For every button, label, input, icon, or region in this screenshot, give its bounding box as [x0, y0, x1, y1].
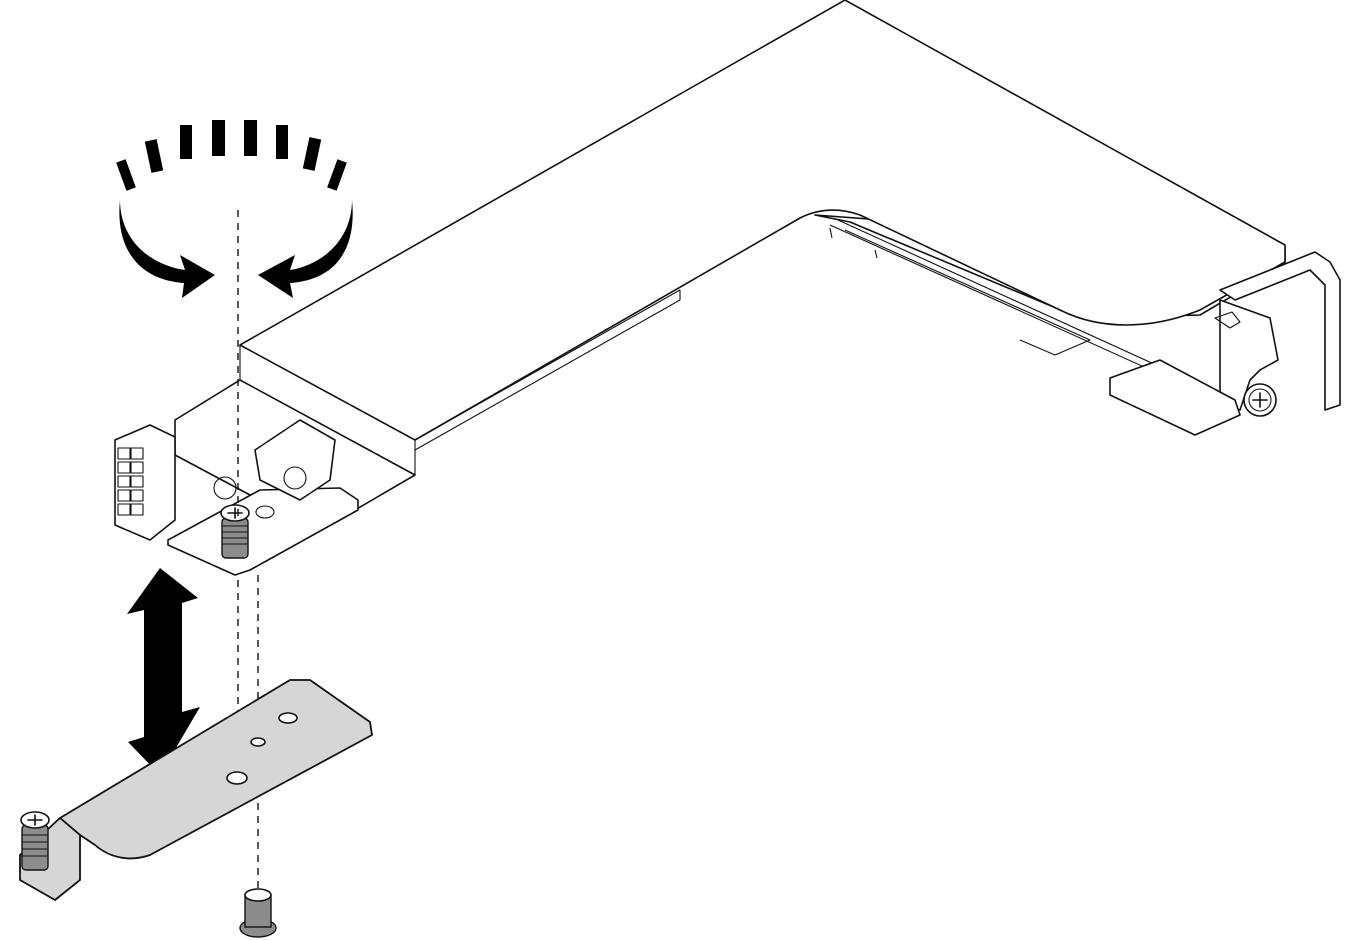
riser-mounting-tab: [167, 487, 359, 576]
rear-bracket: [1219, 251, 1341, 411]
riser-bracket: [19, 679, 373, 901]
riser-latch: [254, 419, 336, 501]
standoff: [239, 888, 277, 938]
lift-lower-arrow-icon: [127, 568, 200, 775]
bracket-hole-2: [250, 737, 266, 747]
rear-bracket-slot: [1214, 311, 1241, 329]
riser-cage: [239, 0, 1341, 476]
rotate-arrow-icon: [116, 120, 353, 298]
latch-screw-icon: [283, 466, 307, 490]
captive-screw: [220, 504, 250, 559]
bracket-side-wall: [19, 817, 81, 901]
rear-screw-icon: [1243, 383, 1277, 417]
rear-support-plate: [1109, 359, 1241, 436]
bracket-screw-hole: [226, 771, 248, 785]
power-connector: [114, 424, 176, 541]
alignment-hole: [213, 476, 237, 500]
connector-pins: [117, 447, 144, 516]
riser-tabs: [829, 227, 878, 259]
bracket-hole-1: [278, 712, 298, 724]
riser-front-assembly: [114, 379, 416, 576]
bracket-top-plate: [59, 679, 373, 860]
bracket-captive-screw: [20, 811, 50, 871]
riser-cage-lip: [414, 289, 681, 451]
riser-rail-2: [844, 229, 1091, 356]
riser-cage-top-panel: [239, 0, 1286, 441]
washer: [255, 505, 275, 519]
